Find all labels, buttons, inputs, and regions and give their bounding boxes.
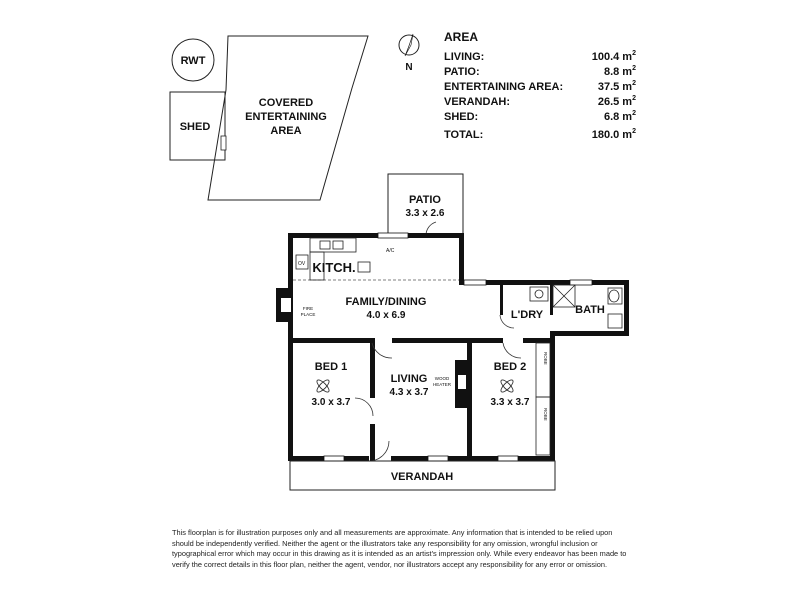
fireplace-icon: [281, 298, 291, 312]
area-row-value: 37.5 m2: [597, 80, 636, 93]
bed2-name: BED 2: [494, 361, 526, 373]
covered-area-line2: ENTERTAINING: [245, 111, 327, 123]
north-arrow-icon: [398, 33, 420, 57]
area-row-value: 6.8 m2: [603, 110, 636, 123]
area-total-label: TOTAL:: [444, 129, 484, 141]
area-row: ENTERTAINING AREA: 37.5 m2: [444, 80, 636, 95]
rwt-tank: RWT: [171, 38, 215, 82]
area-row-value: 8.8 m2: [603, 65, 636, 78]
bed1-name: BED 1: [315, 361, 347, 373]
area-row-label: SHED:: [444, 111, 479, 123]
robes: [535, 342, 551, 456]
area-row-value: 100.4 m2: [591, 50, 636, 63]
door-swings: [354, 314, 522, 462]
living-dims: 4.3 x 3.7: [390, 387, 429, 398]
area-row: VERANDAH: 26.5 m2: [444, 95, 636, 110]
patio: PATIO 3.3 x 2.6: [387, 173, 464, 237]
ceiling-fan-icon: [500, 379, 514, 393]
area-heading: AREA: [444, 30, 479, 44]
bath-fixtures: [529, 284, 623, 329]
area-total-value: 180.0 m2: [591, 128, 636, 141]
verandah: [289, 460, 556, 491]
area-total-row: TOTAL: 180.0 m2: [444, 128, 636, 143]
kitchen-fixtures: [295, 237, 371, 281]
compass-letter: N: [405, 62, 412, 73]
fireplace-label-1: FIRE: [303, 306, 313, 311]
fireplace-label-2: PLACE: [301, 312, 316, 317]
verandah-label: VERANDAH: [391, 471, 453, 483]
house-walls: [276, 233, 629, 461]
patio-dims: 3.3 x 2.6: [406, 208, 445, 219]
area-row: LIVING: 100.4 m2: [444, 50, 636, 65]
area-row-value: 26.5 m2: [597, 95, 636, 108]
bath-label: BATH: [575, 304, 605, 316]
shed-label: SHED: [180, 121, 211, 133]
area-row-label: VERANDAH:: [444, 96, 510, 108]
oven-label: OV: [298, 261, 306, 267]
ac-label: A/C: [386, 248, 395, 254]
area-row-label: PATIO:: [444, 66, 480, 78]
family-dining-dims: 4.0 x 6.9: [367, 310, 406, 321]
shed: SHED: [169, 91, 227, 161]
laundry-label: L'DRY: [511, 309, 544, 321]
living-name: LIVING: [391, 373, 428, 385]
bed2-dims: 3.3 x 3.7: [491, 397, 530, 408]
bed1-dims: 3.0 x 3.7: [312, 397, 351, 408]
robe-label-2: ROBE: [543, 408, 548, 421]
wood-heater-label-1: WOOD: [435, 376, 450, 381]
kitchen-label: KITCH.: [312, 260, 355, 275]
area-row-label: LIVING:: [444, 51, 485, 63]
covered-area-line1: COVERED: [259, 97, 313, 109]
wood-heater: [455, 360, 467, 408]
ceiling-fan-icon: [316, 379, 330, 393]
rwt-label: RWT: [181, 55, 206, 67]
family-dining-name: FAMILY/DINING: [346, 296, 427, 308]
area-row-label: ENTERTAINING AREA:: [444, 81, 564, 93]
covered-entertaining-area: COVERED ENTERTAINING AREA: [207, 35, 369, 201]
disclaimer: This floorplan is for illustration purpo…: [172, 528, 627, 569]
patio-name: PATIO: [409, 194, 441, 206]
area-row: SHED: 6.8 m2: [444, 110, 636, 125]
wood-heater-label-2: HEATER: [433, 382, 452, 387]
robe-label-1: ROBE: [543, 352, 548, 365]
area-table: LIVING: 100.4 m2 PATIO: 8.8 m2 ENTERTAIN…: [444, 50, 636, 143]
covered-area-line3: AREA: [270, 125, 301, 137]
area-row: PATIO: 8.8 m2: [444, 65, 636, 80]
